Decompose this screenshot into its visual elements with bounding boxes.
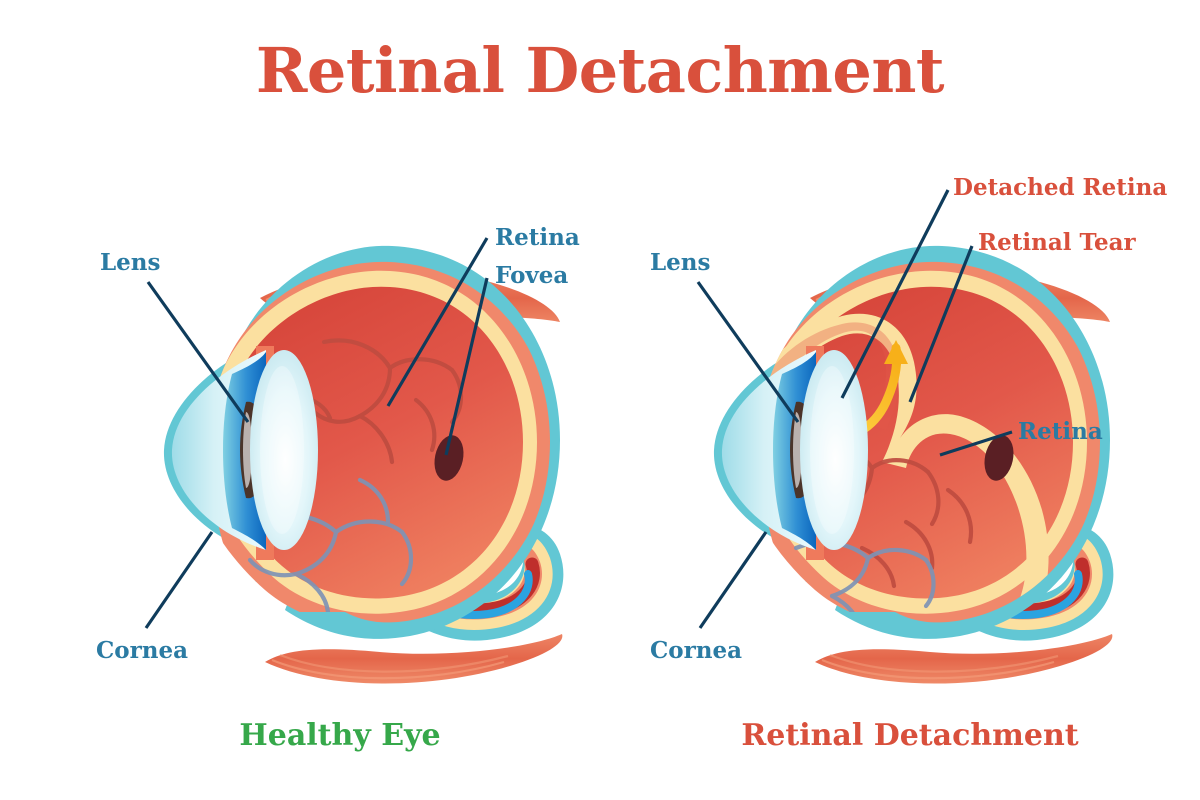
- label-fovea-left: Fovea: [495, 262, 569, 289]
- leader-line-detached: [840, 189, 950, 399]
- label-retina-right: Retina: [1018, 418, 1103, 445]
- label-lens-left: Lens: [100, 249, 161, 276]
- pupil-highlight: [793, 412, 802, 488]
- leader-line-retina-left: [386, 237, 489, 407]
- label-cornea-right: Cornea: [650, 637, 743, 664]
- detached-eye-leader-lines: [696, 189, 1013, 629]
- label-retina-left: Retina: [495, 224, 580, 251]
- label-retinal-tear: Retinal Tear: [978, 229, 1136, 256]
- fovea: [984, 435, 1014, 481]
- leader-line-fovea-left: [444, 277, 489, 456]
- healthy-eye-leader-lines: [144, 237, 489, 629]
- lens: [250, 350, 318, 550]
- label-cornea-left: Cornea: [96, 637, 189, 664]
- label-lens-right: Lens: [650, 249, 711, 276]
- pupil-highlight: [243, 412, 252, 488]
- page-title: Retinal Detachment: [255, 34, 945, 107]
- leader-line-cornea-left: [144, 531, 214, 629]
- lens-gloss: [260, 366, 304, 534]
- caption-retinal-detachment: Retinal Detachment: [741, 718, 1079, 753]
- extraocular-muscle-lower: [265, 634, 563, 684]
- label-detached-retina: Detached Retina: [953, 174, 1168, 201]
- leader-line-lens-right: [696, 281, 800, 423]
- lens: [800, 350, 868, 550]
- caption-healthy-eye: Healthy Eye: [239, 718, 441, 753]
- extraocular-muscle-lower: [815, 634, 1113, 684]
- subretinal-fluid: [762, 322, 899, 430]
- leader-line-retinal-tear: [908, 245, 974, 403]
- lens-gloss: [810, 366, 854, 534]
- leader-line-lens-left: [146, 281, 250, 423]
- leader-line-cornea-right: [698, 531, 768, 629]
- fovea: [434, 435, 464, 481]
- healthy-eye-illustration: [163, 245, 564, 684]
- retinal-detachment-illustration: [713, 245, 1114, 684]
- leader-line-retina-right: [939, 430, 1013, 457]
